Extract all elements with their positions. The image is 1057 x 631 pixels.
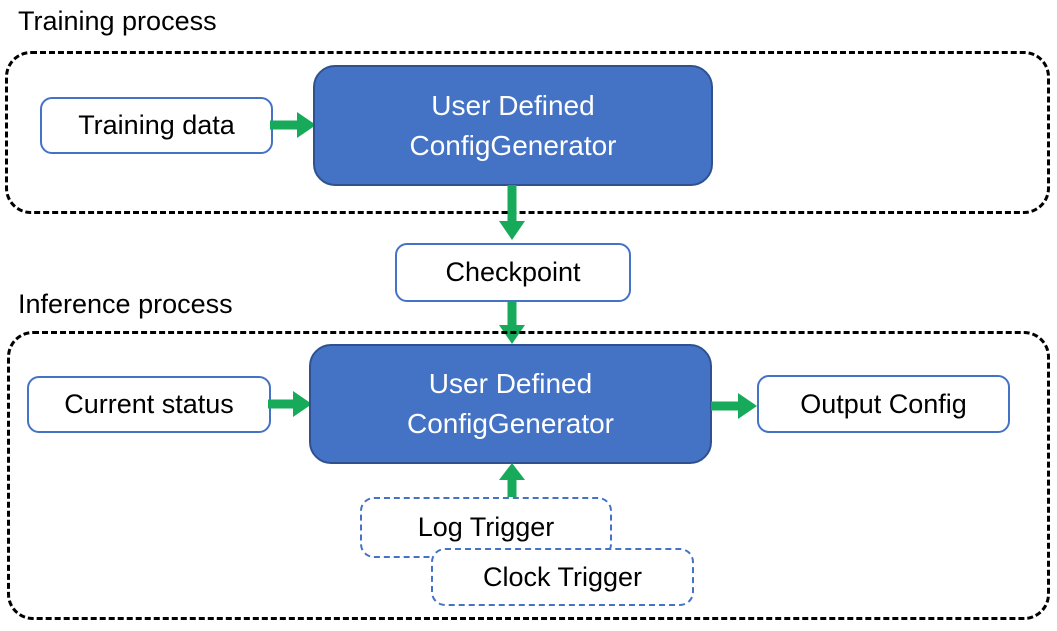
- training-data-box: Training data: [40, 97, 273, 154]
- training-process-container: [5, 51, 1050, 214]
- arrow-generator-to-checkpoint-icon: [499, 185, 525, 240]
- inference-section-label: Inference process: [18, 289, 233, 319]
- checkpoint-box: Checkpoint: [395, 243, 631, 302]
- training-generator-label-line2: ConfigGenerator: [409, 129, 617, 161]
- training-generator-label-line1: User Defined: [431, 89, 595, 121]
- current-status-box: Current status: [27, 376, 271, 433]
- clock-trigger-box: Clock Trigger: [431, 548, 694, 606]
- arrow-training-data-to-generator-icon: [270, 112, 316, 138]
- inference-generator-label-line2: ConfigGenerator: [406, 408, 614, 439]
- arrow-current-status-to-generator-icon: [268, 391, 312, 417]
- inference-process-container: [7, 331, 1050, 620]
- arrow-generator-to-output-icon: [711, 393, 757, 419]
- training-section-label: Training process: [18, 6, 217, 36]
- output-config-box: Output Config: [757, 375, 1010, 433]
- log-trigger-box: Log Trigger: [360, 497, 612, 558]
- inference-generator-box: User Defined ConfigGenerator: [309, 344, 712, 464]
- inference-generator-label-line1: User Defined: [428, 368, 593, 400]
- arrow-triggers-to-generator-icon: [499, 463, 525, 498]
- training-generator-box: User Defined ConfigGenerator: [313, 65, 713, 186]
